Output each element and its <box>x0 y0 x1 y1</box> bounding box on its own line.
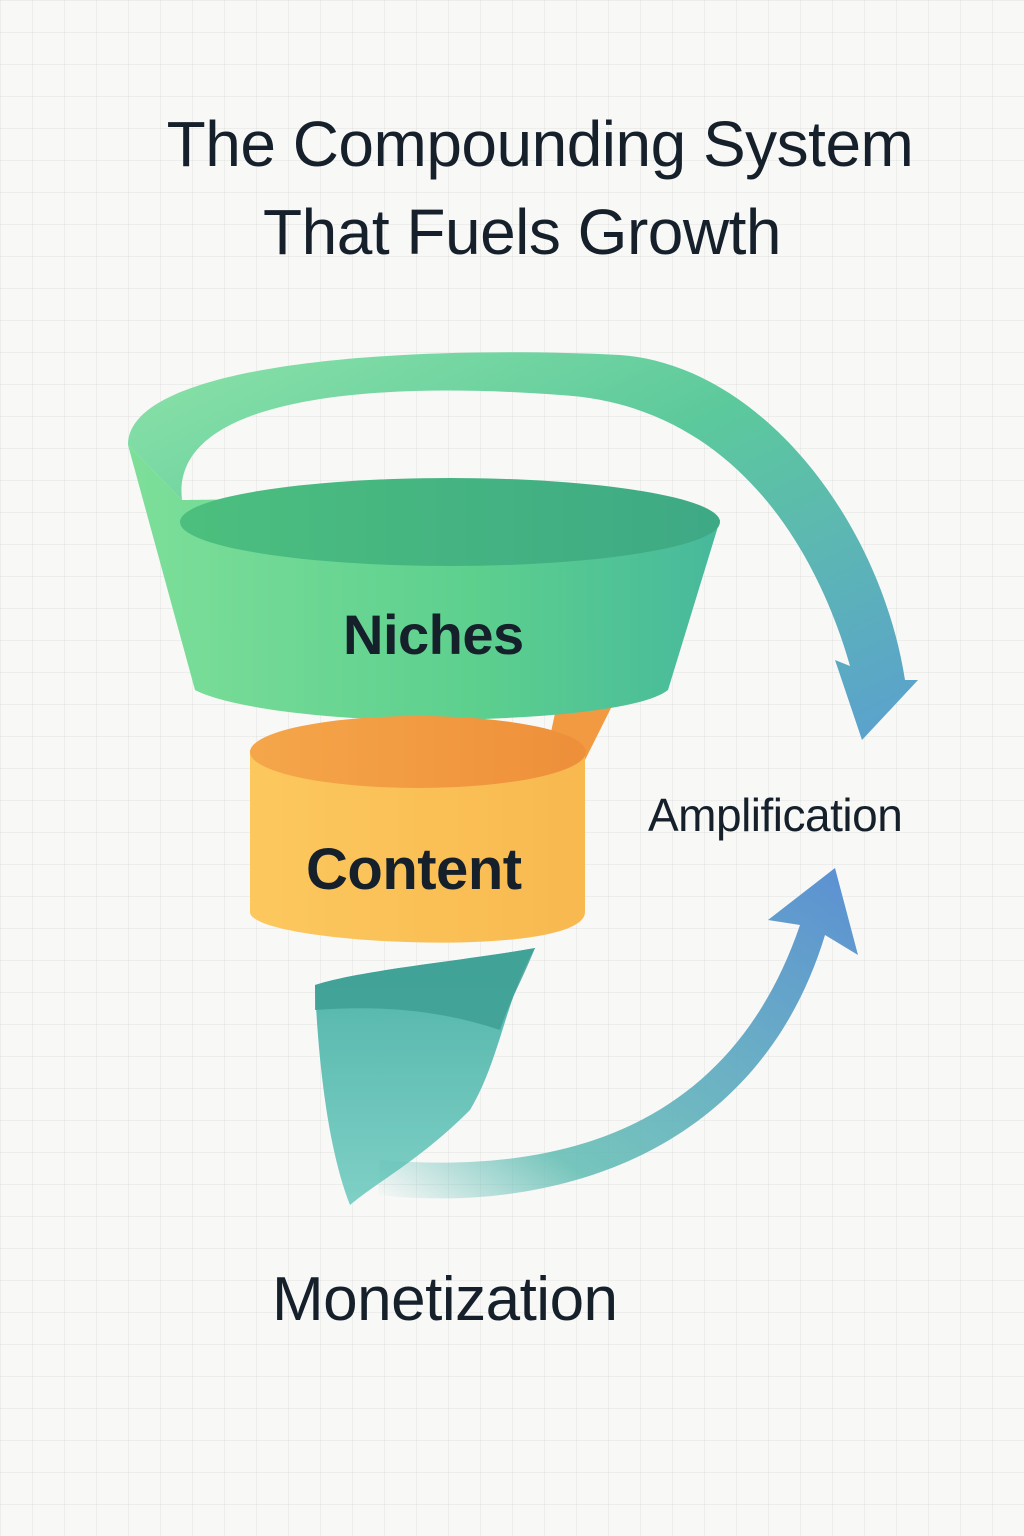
amplification-loop-arrow <box>128 352 918 740</box>
content-cylinder-top <box>250 716 586 788</box>
content-label: Content <box>306 837 522 902</box>
monetization-ribbon-fold <box>315 948 535 1030</box>
amplification-label: Amplification <box>648 789 903 841</box>
content-cylinder-section <box>250 750 585 943</box>
title-line-2: That Fuels Growth <box>263 196 781 268</box>
niches-label: Niches <box>343 603 524 666</box>
diagram-title: The Compounding System That Fuels Growth <box>0 100 1024 276</box>
title-line-1: The Compounding System <box>166 108 914 180</box>
monetization-label: Monetization <box>272 1265 618 1334</box>
niches-funnel-opening <box>180 478 720 566</box>
monetization-return-arrow <box>378 868 858 1199</box>
